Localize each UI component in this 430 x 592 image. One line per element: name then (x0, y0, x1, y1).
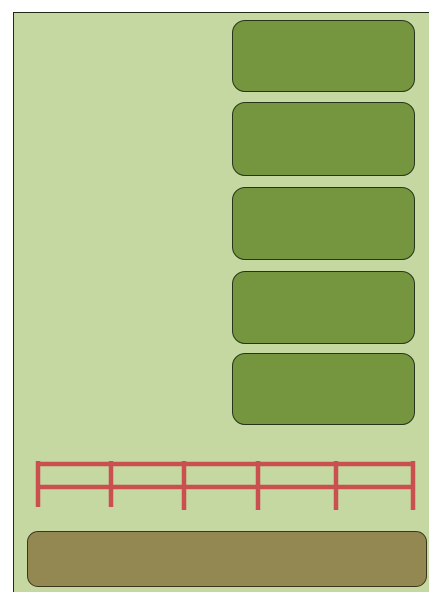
brown-path (27, 531, 427, 587)
